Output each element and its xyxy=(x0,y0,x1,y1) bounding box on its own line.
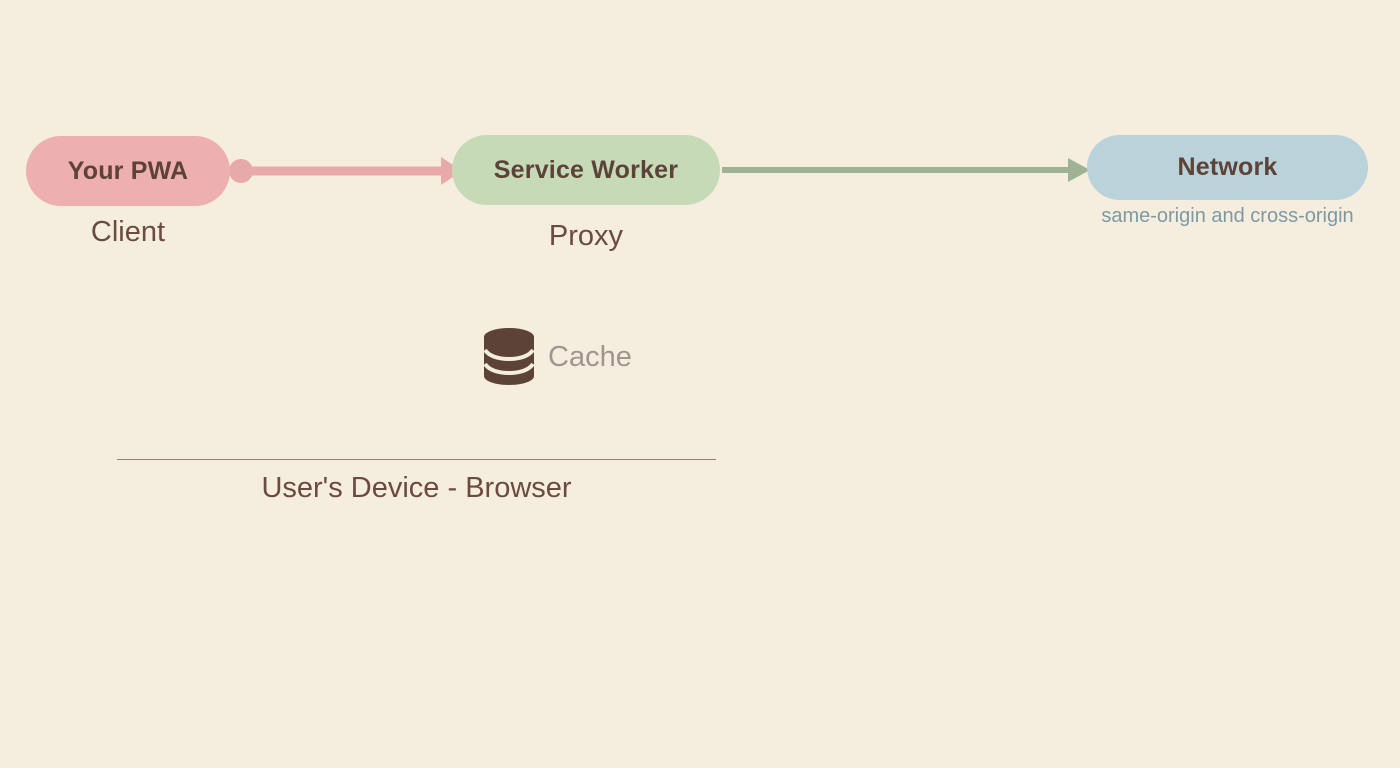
node-network-label: Network xyxy=(1177,153,1278,181)
device-boundary-label: User's Device - Browser xyxy=(261,472,572,504)
node-your-pwa-label: Your PWA xyxy=(67,156,189,185)
node-network-sublabel: same-origin and cross-origin xyxy=(1101,205,1354,227)
node-service-worker[interactable]: Service Worker xyxy=(452,135,720,205)
node-network[interactable]: Network xyxy=(1087,135,1368,200)
cache-label: Cache xyxy=(548,340,632,373)
node-your-pwa[interactable]: Your PWA xyxy=(26,136,230,206)
node-service-worker-label: Service Worker xyxy=(493,155,679,184)
database-icon xyxy=(484,328,534,385)
connector-service-worker-to-network xyxy=(722,158,1090,182)
cache-group[interactable]: Cache xyxy=(484,328,632,386)
node-your-pwa-sublabel: Client xyxy=(90,216,166,248)
device-boundary-divider xyxy=(117,459,716,460)
connector-pwa-to-service-worker xyxy=(229,157,462,185)
node-service-worker-sublabel: Proxy xyxy=(548,220,624,252)
